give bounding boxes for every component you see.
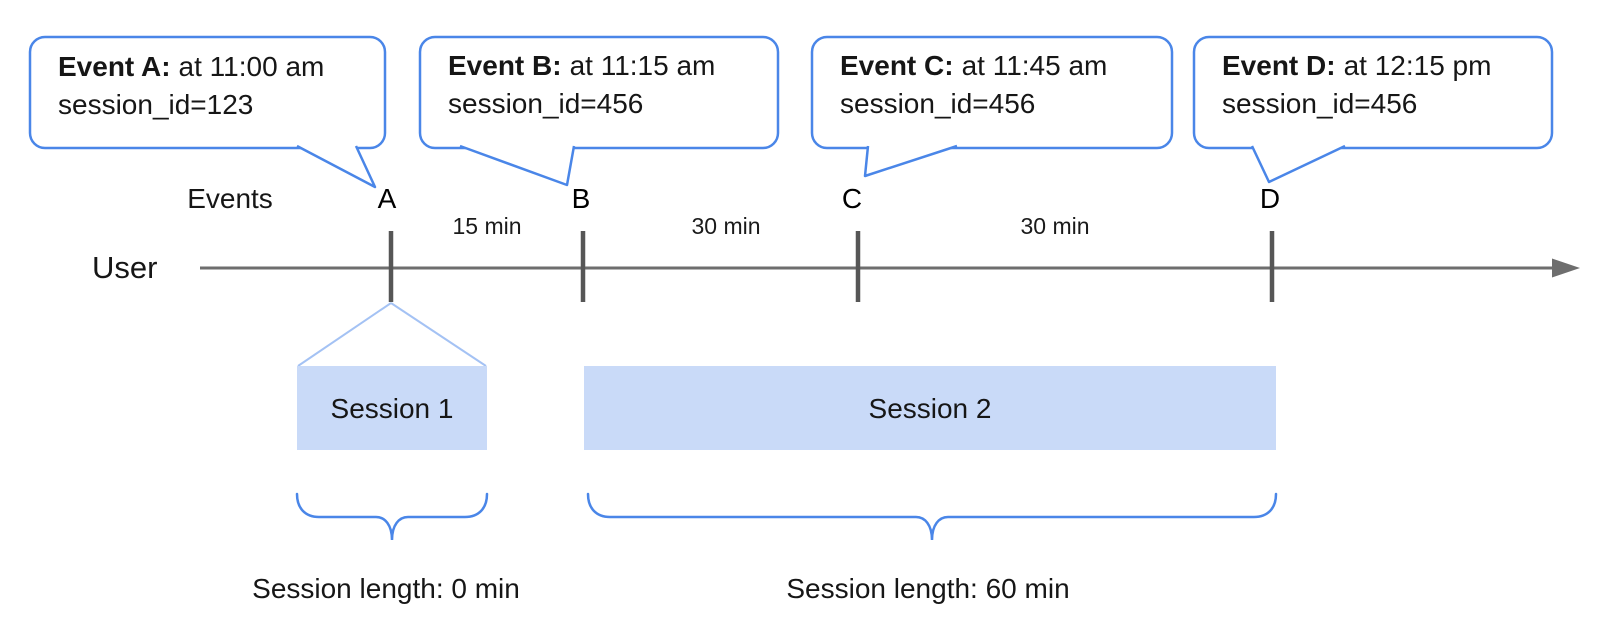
session2-length-label: Session length: 60 min — [786, 573, 1070, 604]
event-a-bubble-line1: Event A:at 11:00 am — [58, 48, 324, 86]
event-letter-c: C — [841, 183, 863, 214]
event-b-bubble-shape — [418, 35, 780, 150]
event-b-session-id: session_id=456 — [448, 88, 644, 119]
event-d-bubble: Event D:at 12:15 pm session_id=456 — [1222, 47, 1491, 123]
interval-label-ab: 15 min — [452, 213, 522, 239]
event-a-bubble: Event A:at 11:00 am session_id=123 — [58, 48, 324, 124]
event-b-time: at 11:15 am — [569, 50, 716, 81]
event-c-bubble: Event C:at 11:45 am session_id=456 — [840, 47, 1107, 123]
event-d-time: at 12:15 pm — [1343, 50, 1492, 81]
event-c-bubble-tail — [863, 144, 958, 178]
event-b-bubble: Event B:at 11:15 am session_id=456 — [448, 47, 715, 123]
interval-label-cd: 30 min — [1020, 213, 1090, 239]
session2-name: Session 2 — [868, 393, 992, 424]
session1-length-label: Session length: 0 min — [252, 573, 520, 604]
event-a-time: at 11:00 am — [178, 51, 325, 82]
event-a-bubble-tail — [296, 144, 377, 189]
event-c-time: at 11:45 am — [961, 50, 1108, 81]
event-d-bubble-shape — [1192, 35, 1554, 150]
event-b-title: Event B: — [448, 50, 562, 81]
event-letter-a: A — [377, 183, 397, 214]
event-c-session-id: session_id=456 — [840, 88, 1036, 119]
session1-funnel-right-line — [390, 302, 487, 367]
session1-brace — [295, 492, 489, 541]
timeline-arrowhead-icon — [1552, 258, 1580, 278]
event-d-bubble-line1: Event D:at 12:15 pm — [1222, 47, 1491, 85]
event-d-title: Event D: — [1222, 50, 1336, 81]
event-a-title: Event A: — [58, 51, 171, 82]
user-axis-label: User — [92, 250, 158, 285]
session2-box — [584, 366, 1276, 450]
session2-brace — [586, 492, 1278, 541]
event-c-bubble-shape — [810, 35, 1174, 150]
event-c-title: Event C: — [840, 50, 954, 81]
session1-box — [297, 366, 487, 450]
events-axis-label: Events — [187, 183, 273, 214]
event-d-session-id: session_id=456 — [1222, 88, 1418, 119]
event-c-bubble-line1: Event C:at 11:45 am — [840, 47, 1107, 85]
event-a-session-id: session_id=123 — [58, 89, 254, 120]
session1-name: Session 1 — [330, 393, 454, 424]
event-d-bubble-tail — [1250, 144, 1346, 184]
event-a-bubble-shape — [28, 35, 387, 150]
event-b-bubble-line1: Event B:at 11:15 am — [448, 47, 715, 85]
event-letter-d: D — [1259, 183, 1281, 214]
event-b-bubble-tail — [459, 144, 576, 187]
session1-funnel-left-line — [297, 302, 392, 367]
event-letter-b: B — [571, 183, 591, 214]
interval-label-bc: 30 min — [691, 213, 761, 239]
